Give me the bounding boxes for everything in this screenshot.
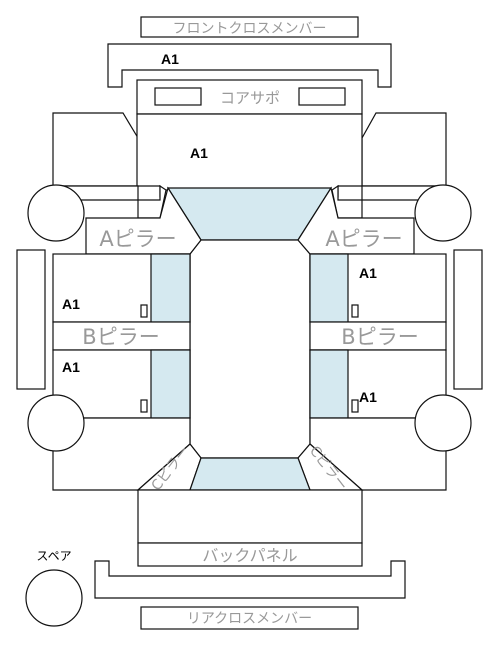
left-b-pillar[interactable] bbox=[52, 321, 191, 351]
spare-label: スペア bbox=[36, 549, 71, 563]
trunk-lid[interactable] bbox=[137, 489, 363, 544]
right-rear-door-glass[interactable] bbox=[309, 349, 349, 419]
left-front-door-handle bbox=[140, 304, 148, 318]
hood[interactable] bbox=[136, 113, 363, 198]
roof[interactable] bbox=[189, 239, 311, 459]
right-front-door-grade: A1 bbox=[359, 265, 377, 281]
right-front-door-handle bbox=[351, 304, 359, 318]
right-rear-wheel[interactable] bbox=[414, 394, 472, 452]
back-panel[interactable] bbox=[137, 542, 363, 567]
back-panel-label: バックパネル bbox=[202, 546, 297, 565]
right-a-pillar-label: Aピラー bbox=[325, 227, 402, 251]
rear-cross-member-label: リアクロスメンバー bbox=[187, 611, 312, 627]
right-front-wheel[interactable] bbox=[414, 184, 472, 242]
left-a-pillar-label: Aピラー bbox=[99, 227, 176, 251]
left-rear-door-handle bbox=[140, 399, 148, 413]
left-rear-wheel[interactable] bbox=[27, 394, 85, 452]
left-front-fender-lower[interactable] bbox=[52, 184, 167, 219]
left-rear-door-glass[interactable] bbox=[150, 349, 191, 419]
left-front-wheel[interactable] bbox=[27, 184, 85, 242]
rear-window[interactable] bbox=[189, 457, 311, 491]
left-b-pillar-label: Bピラー bbox=[82, 325, 159, 349]
left-side-step[interactable] bbox=[16, 249, 46, 390]
right-front-fender[interactable] bbox=[361, 112, 447, 187]
right-headlight-slot bbox=[298, 87, 346, 106]
rear-bumper-reinforcement[interactable] bbox=[94, 560, 406, 599]
right-side-step[interactable] bbox=[453, 249, 483, 390]
right-b-pillar-label: Bピラー bbox=[341, 325, 418, 349]
core-support-label: コアサポ bbox=[220, 89, 280, 107]
front-cross-member-label: フロントクロスメンバー bbox=[173, 21, 327, 37]
rear-cross-member-box[interactable] bbox=[140, 606, 359, 630]
left-rear-door-grade: A1 bbox=[62, 359, 80, 375]
right-rear-door-handle bbox=[351, 399, 359, 413]
right-front-door-glass[interactable] bbox=[309, 253, 349, 323]
hood-grade: A1 bbox=[190, 145, 208, 161]
right-rear-door-grade: A1 bbox=[359, 389, 377, 405]
front-cross-member-box[interactable] bbox=[140, 16, 359, 38]
left-front-door-grade: A1 bbox=[62, 296, 80, 312]
front-cross-member-grade: A1 bbox=[161, 51, 179, 67]
front-bumper-reinforcement[interactable] bbox=[107, 43, 392, 88]
left-front-door-glass[interactable] bbox=[150, 253, 191, 323]
left-headlight-slot bbox=[154, 87, 202, 106]
spare-tire[interactable] bbox=[25, 569, 83, 627]
left-front-fender[interactable] bbox=[52, 112, 139, 187]
